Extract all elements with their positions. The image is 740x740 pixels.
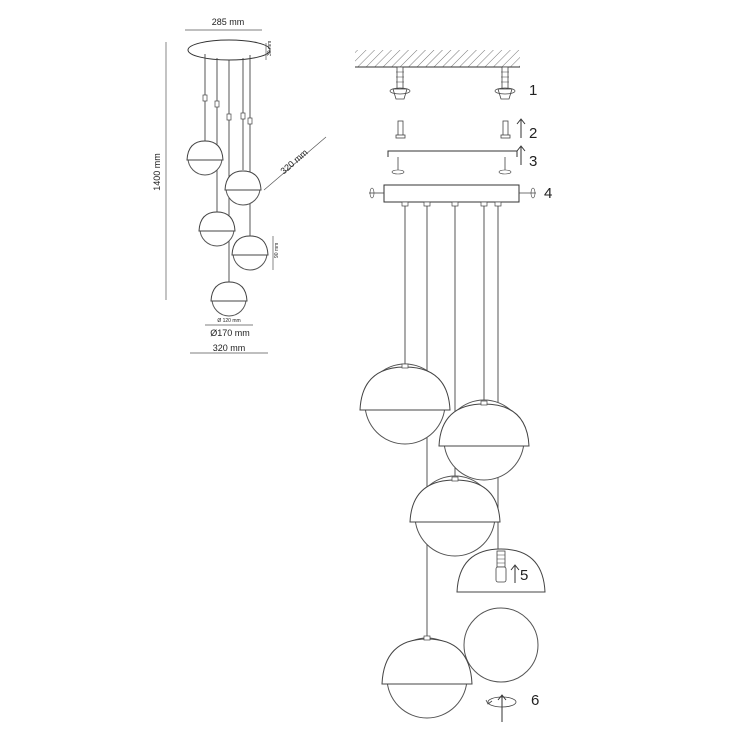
total-height-label: 1400 mm (152, 153, 162, 191)
rotate-icon (498, 169, 512, 175)
pendant-globe-c (409, 475, 501, 557)
side-screw-left (369, 187, 384, 199)
cord-connector (423, 201, 431, 207)
screw-left (395, 120, 406, 139)
cord-connector (401, 201, 409, 207)
up-arrow-icon (510, 564, 520, 583)
cord-connector (480, 201, 488, 207)
cord-adjuster (202, 94, 208, 102)
up-arrow-icon (516, 145, 526, 165)
rotate-icon (391, 169, 405, 175)
wall-anchor-right (494, 66, 516, 100)
glass-globe (463, 607, 539, 683)
step-4-label: 4 (544, 185, 552, 202)
up-arrow-icon (497, 694, 507, 722)
diagonal-label: 320 mm (278, 147, 309, 176)
step-5-label: 5 (520, 567, 528, 584)
cord-adjuster (247, 117, 253, 125)
mounting-bracket (387, 150, 518, 157)
cord-adjuster (240, 112, 246, 120)
pendant-globe-d (438, 399, 530, 481)
side-screw-right (519, 187, 536, 199)
small-globe-2 (224, 170, 262, 206)
canopy-box (383, 184, 520, 203)
step-3-label: 3 (529, 153, 537, 170)
rotate-icon (485, 696, 517, 708)
step-2-label: 2 (529, 125, 537, 142)
dimension-drawing: 285 mm 30 mm (152, 17, 327, 354)
shade-with-socket (456, 548, 546, 593)
cord-adjuster (214, 100, 220, 108)
up-arrow-icon (516, 118, 526, 138)
small-globe-4 (231, 235, 269, 271)
canopy-height-label: 30 mm (267, 41, 273, 56)
cord-adjuster (226, 113, 232, 121)
step-6-label: 6 (531, 692, 539, 709)
step-1-label: 1 (529, 82, 537, 99)
top-width-label: 285 mm (212, 17, 245, 27)
cord-connector (494, 201, 502, 207)
screw-right (500, 120, 511, 139)
wall-anchor-left (389, 66, 411, 100)
inner-diameter-label: Ø 120 mm (217, 318, 240, 324)
diagonal-dim-line (263, 136, 327, 191)
small-globe-3 (198, 211, 236, 247)
small-globe-5 (210, 281, 248, 317)
ceiling (355, 50, 520, 67)
pendant-globe-a (359, 363, 451, 445)
installation-steps: 1 2 3 (355, 50, 552, 722)
small-globe-1 (186, 140, 224, 176)
outer-diameter-label: Ø170 mm (210, 328, 250, 338)
canopy-plate (187, 39, 271, 61)
cord-connector (451, 201, 459, 207)
light-bulb (495, 566, 507, 583)
globe-height-label: 90 mm (274, 243, 280, 258)
bottom-width-label: 320 mm (213, 343, 246, 353)
pendant-globe-b (381, 635, 473, 719)
